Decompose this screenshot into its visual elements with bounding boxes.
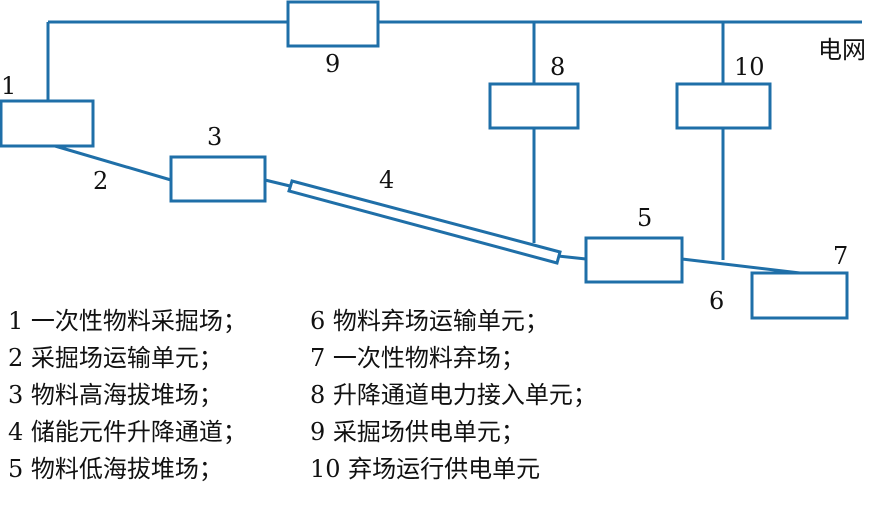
legend-item: 7 一次性物料弃场； (310, 344, 525, 372)
legend-item: 2 采掘场运输单元； (8, 344, 223, 372)
transport-line-1-to-3 (54, 144, 172, 182)
label-7: 7 (833, 242, 848, 270)
legend-item: 9 采掘场供电单元； (310, 418, 525, 446)
legend-item: 4 储能元件升降通道； (8, 418, 247, 446)
unit-9-box (286, 0, 380, 48)
unit-5-box (584, 236, 684, 284)
unit-4-channel (287, 179, 562, 265)
legend-item: 3 物料高海拔堆场； (8, 381, 223, 409)
legend-item: 6 物料弃场运输单元； (310, 307, 549, 335)
legend-item: 10 弃场运行供电单元 (310, 455, 541, 483)
label-2: 2 (93, 167, 108, 195)
legend-item: 8 升降通道电力接入单元； (310, 381, 597, 409)
label-8: 8 (550, 53, 565, 81)
transport-line-4-to-5 (557, 254, 587, 261)
legend-right-column: 6 物料弃场运输单元； 7 一次性物料弃场； 8 升降通道电力接入单元； 9 采… (310, 303, 597, 488)
legend-item: 5 物料低海拔堆场； (8, 455, 223, 483)
label-4: 4 (379, 166, 394, 194)
grid-label: 电网 (818, 36, 866, 64)
label-3: 3 (207, 123, 222, 151)
label-6: 6 (709, 287, 724, 315)
unit-3-box (169, 155, 267, 203)
unit-8-box (488, 82, 580, 130)
label-10: 10 (734, 53, 765, 81)
unit-7-box (750, 271, 849, 320)
transport-line-5-to-7 (681, 257, 801, 275)
unit-10-box (675, 82, 772, 130)
label-5: 5 (637, 204, 652, 232)
transport-line-3-to-4 (264, 178, 291, 188)
legend-item: 1 一次性物料采掘场； (8, 307, 247, 335)
unit-1-box (0, 99, 95, 148)
legend-left-column: 1 一次性物料采掘场； 2 采掘场运输单元； 3 物料高海拔堆场； 4 储能元件… (8, 303, 247, 488)
label-9: 9 (325, 50, 340, 78)
label-1: 1 (1, 72, 16, 100)
